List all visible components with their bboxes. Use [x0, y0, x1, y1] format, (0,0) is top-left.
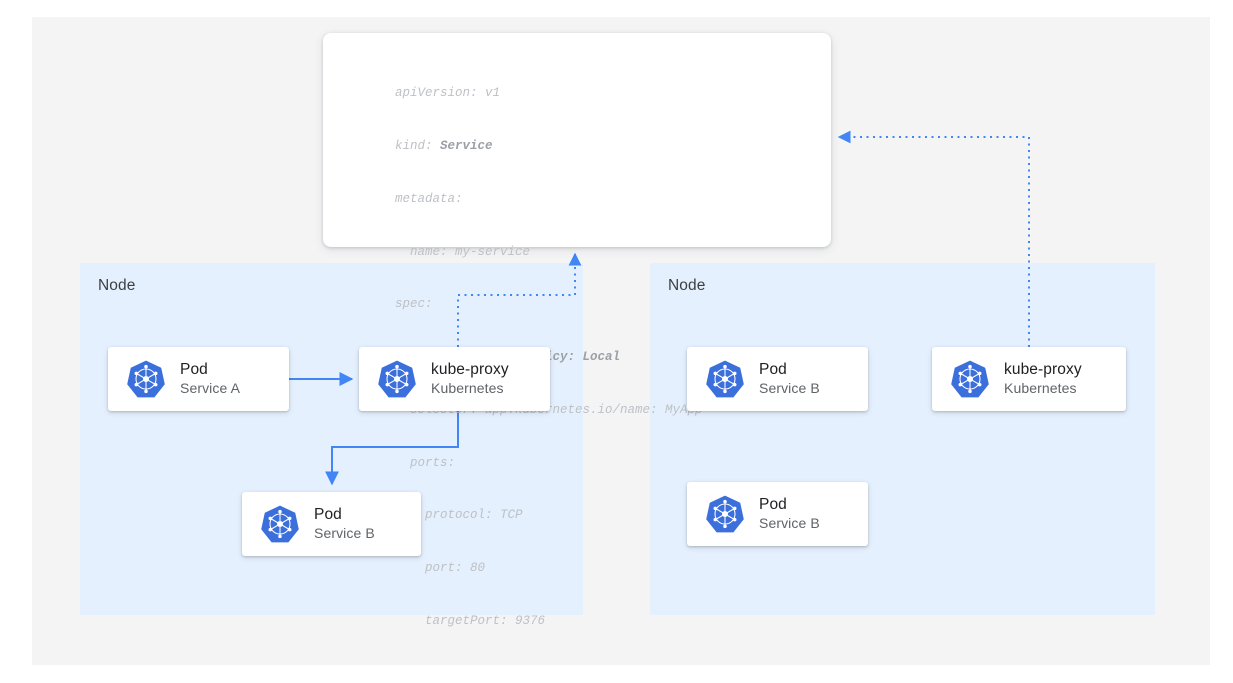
card-pod-service-a[interactable]: Pod Service A [108, 347, 289, 411]
card-text: Pod Service B [314, 505, 375, 543]
card-text: Pod Service B [759, 495, 820, 533]
card-kube-proxy-right[interactable]: kube-proxy Kubernetes [932, 347, 1126, 411]
kubernetes-icon [706, 360, 744, 398]
kubernetes-icon [378, 360, 416, 398]
card-subtitle: Kubernetes [431, 380, 504, 396]
card-text: kube-proxy Kubernetes [1004, 360, 1082, 398]
kubernetes-icon [706, 495, 744, 533]
card-title: Pod [759, 361, 787, 378]
card-kube-proxy-left[interactable]: kube-proxy Kubernetes [359, 347, 550, 411]
card-title: Pod [314, 506, 342, 523]
card-subtitle: Kubernetes [1004, 380, 1077, 396]
card-title: kube-proxy [431, 361, 509, 378]
kubernetes-icon [951, 360, 989, 398]
code-line: apiVersion: v1 [395, 86, 501, 101]
node-label-left: Node [98, 277, 136, 294]
kubernetes-icon [261, 505, 299, 543]
code-line: targetPort: 9376 [395, 614, 546, 628]
card-subtitle: Service B [759, 515, 820, 531]
code-line: ports: [395, 455, 456, 470]
node-container-right: Node [650, 263, 1155, 615]
code-line: - protocol: TCP [395, 508, 523, 523]
card-pod-service-b-right-upper[interactable]: Pod Service B [687, 347, 868, 411]
code-line: kind: Service [395, 138, 493, 153]
code-line: name: my-service [395, 244, 531, 259]
code-keyword-service: Service [440, 138, 493, 153]
node-label-right: Node [668, 277, 706, 294]
card-text: Pod Service B [759, 360, 820, 398]
code-line: metadata: [395, 191, 463, 206]
card-pod-service-b-left[interactable]: Pod Service B [242, 492, 421, 556]
card-text: kube-proxy Kubernetes [431, 360, 509, 398]
service-manifest-card: apiVersion: v1 kind: Service metadata: n… [323, 33, 831, 628]
code-line: spec: [395, 297, 433, 312]
card-pod-service-b-right-lower[interactable]: Pod Service B [687, 482, 868, 546]
kubernetes-icon [127, 360, 165, 398]
card-title: Pod [180, 361, 208, 378]
card-subtitle: Service B [759, 380, 820, 396]
card-title: kube-proxy [1004, 361, 1082, 378]
code-line: port: 80 [395, 561, 486, 576]
card-title: Pod [759, 496, 787, 513]
card-subtitle: Service B [314, 525, 375, 541]
card-subtitle: Service A [180, 380, 241, 396]
card-text: Pod Service A [180, 360, 240, 398]
